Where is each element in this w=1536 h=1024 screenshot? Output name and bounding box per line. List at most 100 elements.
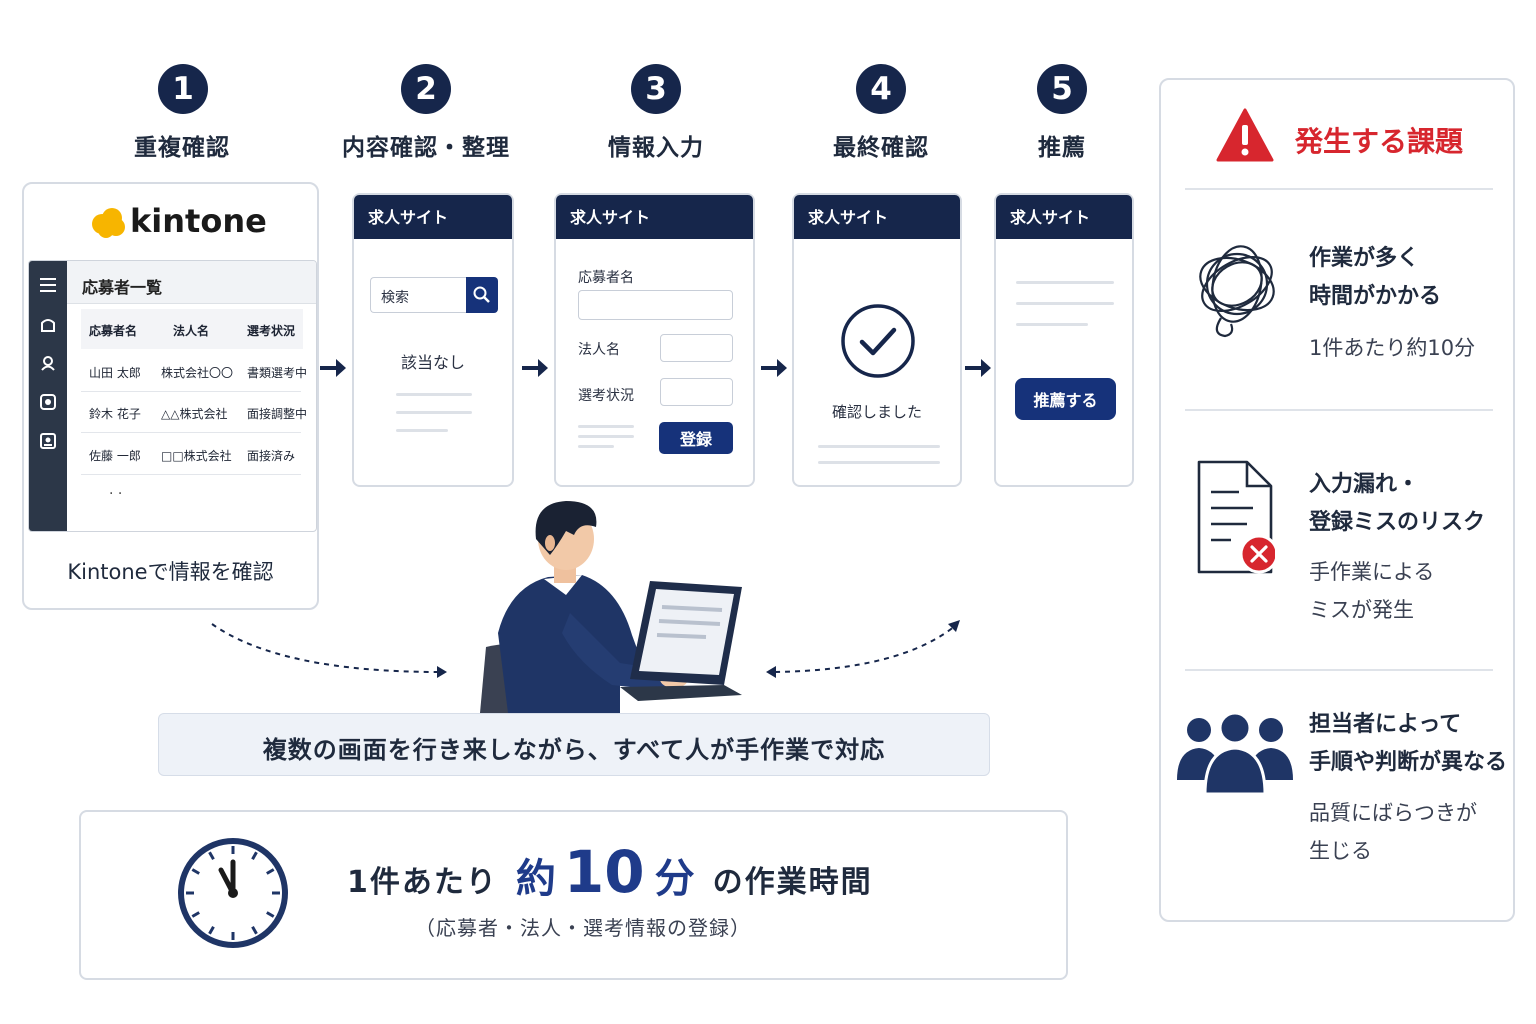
placeholder-line	[1016, 323, 1088, 326]
issue-1-title-line-1: 作業が多く	[1309, 246, 1420, 271]
warning-icon	[1216, 108, 1274, 162]
issue-2-subtext-line-1: 手作業による	[1309, 560, 1435, 584]
issue-3-subtext-line-1: 品質にばらつきが	[1309, 801, 1477, 825]
register-button[interactable]: 登録	[659, 422, 733, 454]
cell-status: 面接済み	[247, 449, 296, 463]
issue-2-title-line-1: 入力漏れ・	[1309, 472, 1420, 497]
kintone-caption: Kintoneで情報を確認	[67, 560, 274, 584]
search-site-card: 求人サイト 検索 該当なし	[352, 193, 514, 487]
placeholder-line	[1016, 281, 1114, 284]
placeholder-line	[578, 445, 614, 448]
table-row[interactable]: 山田 太郎 株式会社〇〇 書類選考中	[81, 351, 307, 392]
step-2-label: 内容確認・整理	[342, 135, 510, 161]
site-header: 求人サイト	[794, 195, 960, 239]
kintone-logo: kintone	[130, 202, 267, 240]
step-3-number: 3	[631, 64, 681, 114]
time-number: 10	[563, 838, 645, 906]
step-1-number: 1	[158, 64, 208, 114]
status-label: 選考状況	[578, 388, 634, 404]
person-laptop-illustration	[480, 501, 742, 713]
work-time-box: 1件あたり 約 10 分 の作業時間 （応募者・法人・選考情報の登録）	[79, 810, 1068, 980]
dashed-flow-arrows	[211, 620, 960, 678]
step-4-label: 最終確認	[833, 135, 929, 161]
time-note: （応募者・法人・選考情報の登録）	[415, 916, 751, 940]
company-name-field[interactable]	[660, 334, 733, 362]
issue-3-subtext-line-2: 生じる	[1309, 839, 1372, 863]
issue-1-subtext: 1件あたり約10分	[1309, 336, 1476, 360]
tangled-scribble-icon	[1199, 245, 1275, 338]
divider	[1185, 409, 1493, 411]
cell-status: 書類選考中	[247, 366, 308, 380]
cell-applicant: 佐藤 一郎	[89, 449, 141, 463]
column-header: 応募者名	[89, 324, 138, 338]
clock-icon	[178, 838, 288, 948]
time-prefix: 1件あたり	[347, 865, 498, 900]
site-header: 求人サイト	[996, 195, 1132, 239]
input-site-card: 求人サイト 応募者名 法人名 選考状況 登録	[554, 193, 755, 487]
user-icon[interactable]	[40, 355, 56, 371]
manual-work-banner: 複数の画面を行き来しながら、すべて人が手作業で対応	[158, 713, 990, 776]
applicant-name-field[interactable]	[578, 290, 733, 320]
list-title: 応募者一覧	[82, 278, 163, 297]
kintone-list-header: 応募者一覧	[67, 261, 316, 304]
issue-3-title-line-1: 担当者によって	[1309, 712, 1462, 737]
work-time-headline: 1件あたり 約 10 分 の作業時間	[347, 838, 873, 908]
recommend-button[interactable]: 推薦する	[1015, 378, 1116, 420]
confirm-site-card: 求人サイト 確認しました	[792, 193, 962, 487]
company-name-label: 法人名	[578, 342, 620, 358]
divider	[1185, 188, 1493, 190]
placeholder-line	[818, 461, 940, 464]
check-circle-icon	[841, 304, 915, 378]
issues-title: 発生する課題	[1295, 125, 1464, 158]
person-card-icon[interactable]	[40, 433, 56, 449]
kintone-cloud-icon	[92, 208, 125, 238]
issue-3-title-line-2: 手順や判断が異なる	[1309, 750, 1508, 775]
step-5-label: 推薦	[1038, 135, 1086, 161]
arrow-right-icon	[320, 359, 346, 377]
table-ellipsis: · ·	[109, 486, 123, 502]
cell-applicant: 山田 太郎	[89, 366, 141, 380]
time-unit: 分	[654, 856, 695, 902]
search-placeholder: 検索	[381, 290, 409, 306]
placeholder-line	[1016, 302, 1114, 305]
search-input[interactable]: 検索	[370, 277, 466, 313]
applicant-name-label: 応募者名	[578, 270, 634, 286]
table-row[interactable]: 鈴木 花子 △△株式会社 面接調整中	[81, 392, 307, 433]
time-approx: 約	[515, 856, 556, 902]
issue-2-subtext-line-2: ミスが発生	[1309, 598, 1414, 622]
cell-company: △△株式会社	[161, 407, 228, 421]
kintone-card: kintone 応募者一覧 応募者名 法人名 選考状況	[22, 182, 319, 610]
placeholder-line	[578, 425, 634, 428]
home-icon[interactable]	[40, 317, 56, 333]
placeholder-line	[396, 411, 472, 414]
search-button[interactable]	[466, 277, 498, 313]
site-header: 求人サイト	[556, 195, 753, 239]
arrow-right-icon	[761, 359, 787, 377]
banner-text: 複数の画面を行き来しながら、すべて人が手作業で対応	[262, 736, 886, 764]
issues-panel: 発生する課題 作業が多く 時間がかかる 1件あたり約10分 入力漏れ・ 登録ミス…	[1159, 78, 1515, 922]
cell-company: □□株式会社	[161, 449, 232, 463]
step-1-label: 重複確認	[134, 135, 230, 161]
search-result: 該当なし	[400, 353, 465, 372]
cell-status: 面接調整中	[247, 407, 308, 421]
step-3-label: 情報入力	[608, 135, 704, 161]
cell-applicant: 鈴木 花子	[89, 407, 141, 421]
search-icon	[473, 286, 490, 303]
divider	[1185, 669, 1493, 671]
site-header: 求人サイト	[354, 195, 512, 239]
arrow-right-icon	[522, 359, 548, 377]
placeholder-line	[396, 429, 448, 432]
recommend-site-card: 求人サイト 推薦する	[994, 193, 1134, 487]
table-row[interactable]: 佐藤 一郎 □□株式会社 面接済み	[81, 434, 301, 475]
arrow-right-icon	[965, 359, 991, 377]
placeholder-line	[578, 435, 634, 438]
issue-1-title-line-2: 時間がかかる	[1309, 284, 1442, 309]
cell-company: 株式会社〇〇	[161, 366, 234, 380]
table-header: 応募者名 法人名 選考状況	[81, 309, 303, 349]
menu-icon[interactable]	[40, 278, 56, 292]
status-field[interactable]	[660, 378, 733, 406]
app-icon[interactable]	[40, 394, 56, 410]
kintone-app-window: 応募者一覧 応募者名 法人名 選考状況 山田 太郎 株式会社〇〇 書類選考中 鈴…	[28, 260, 317, 532]
column-header: 選考状況	[247, 324, 296, 338]
confirm-text: 確認しました	[831, 403, 922, 421]
